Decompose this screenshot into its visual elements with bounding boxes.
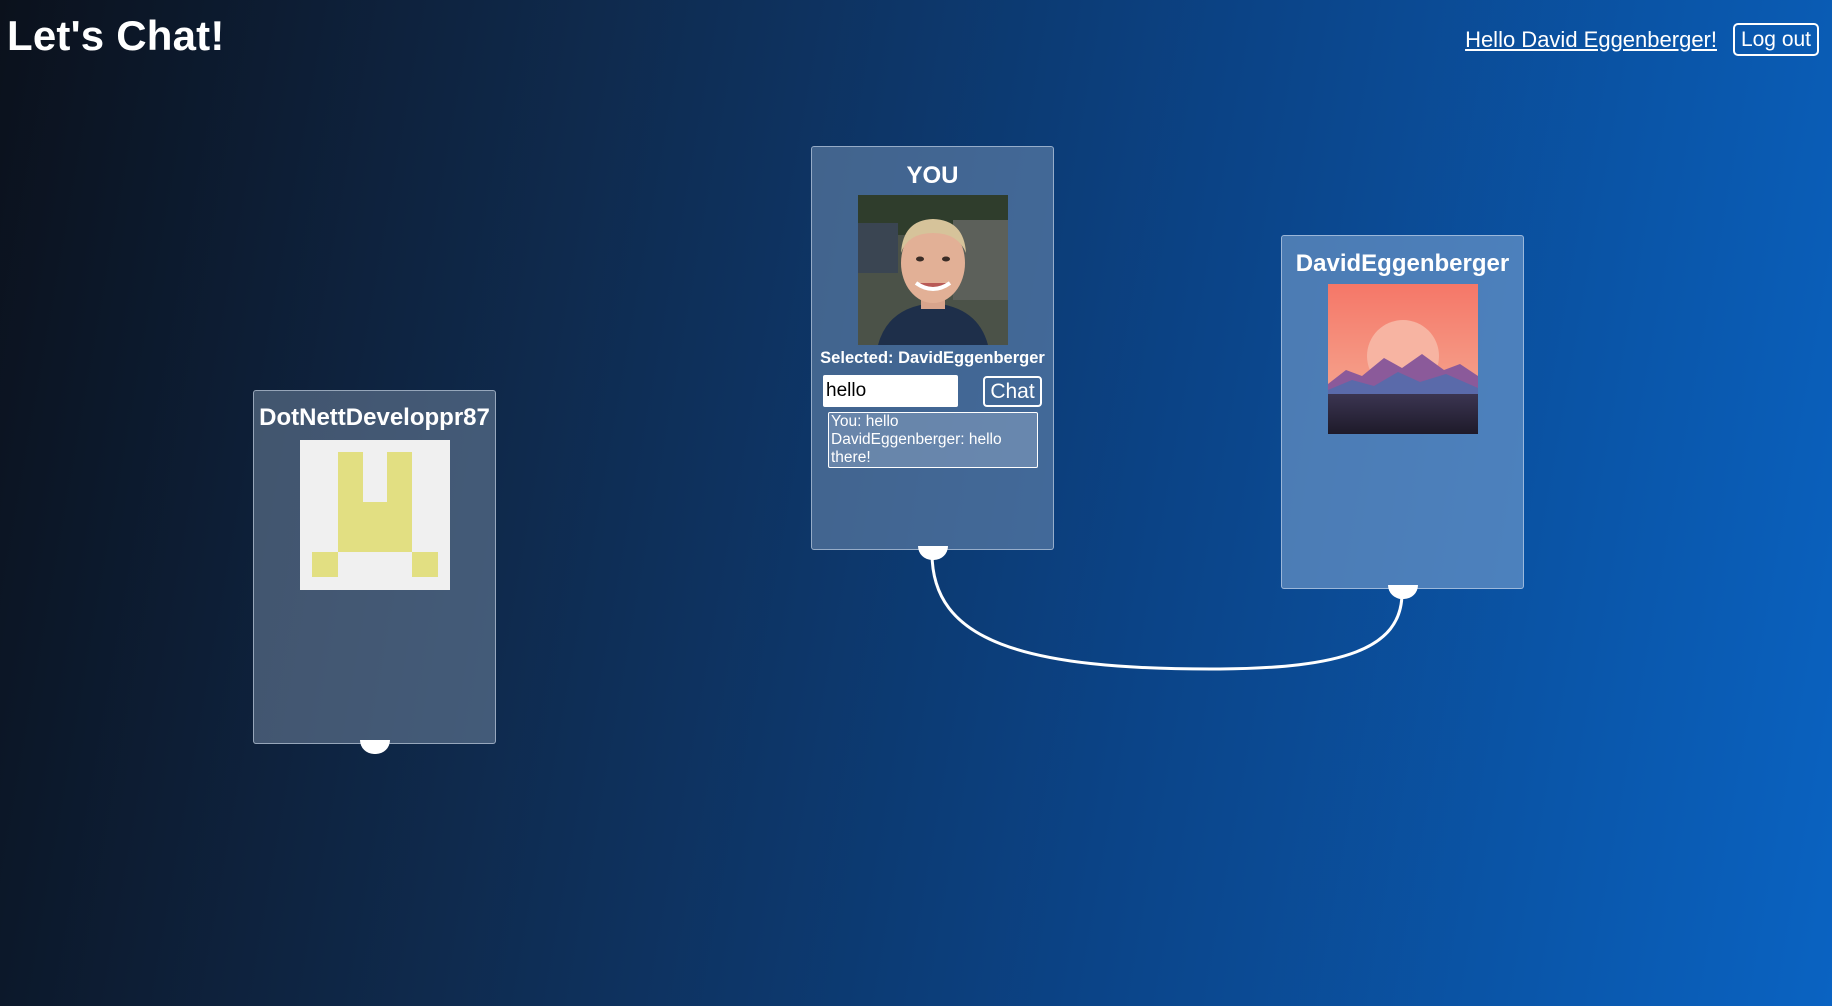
connection-handle[interactable] <box>918 546 948 560</box>
chat-history: You: hello DavidEggenberger: hello there… <box>828 412 1038 468</box>
connection-handle[interactable] <box>1388 585 1418 599</box>
user-card-dotnettdeveloppr87[interactable]: DotNettDeveloppr87 <box>253 390 496 754</box>
user-card-you[interactable]: YOU Selected: DavidEggenberger Chat You:… <box>811 146 1054 560</box>
chat-message: You: hello <box>831 413 899 430</box>
logout-button[interactable]: Log out <box>1733 23 1819 56</box>
sunset-mountains-avatar <box>1328 284 1478 434</box>
card-name: DavidEggenberger <box>1295 250 1510 277</box>
chat-message: DavidEggenberger: hello there! <box>831 431 1002 466</box>
user-greeting-link[interactable]: Hello David Eggenberger! <box>1465 27 1717 52</box>
profile-photo <box>858 195 1008 345</box>
chat-send-button[interactable]: Chat <box>983 376 1042 407</box>
connection-handle[interactable] <box>360 740 390 754</box>
chat-message-input[interactable] <box>823 375 958 407</box>
app-title: Let's Chat! <box>7 12 225 59</box>
selected-user-label: Selected: DavidEggenberger <box>820 349 1045 367</box>
user-card-davideggenberger[interactable]: DavidEggenberger <box>1281 235 1524 599</box>
card-name: DotNettDeveloppr87 <box>259 404 490 431</box>
identicon-avatar <box>300 440 450 590</box>
card-name: YOU <box>906 162 959 189</box>
